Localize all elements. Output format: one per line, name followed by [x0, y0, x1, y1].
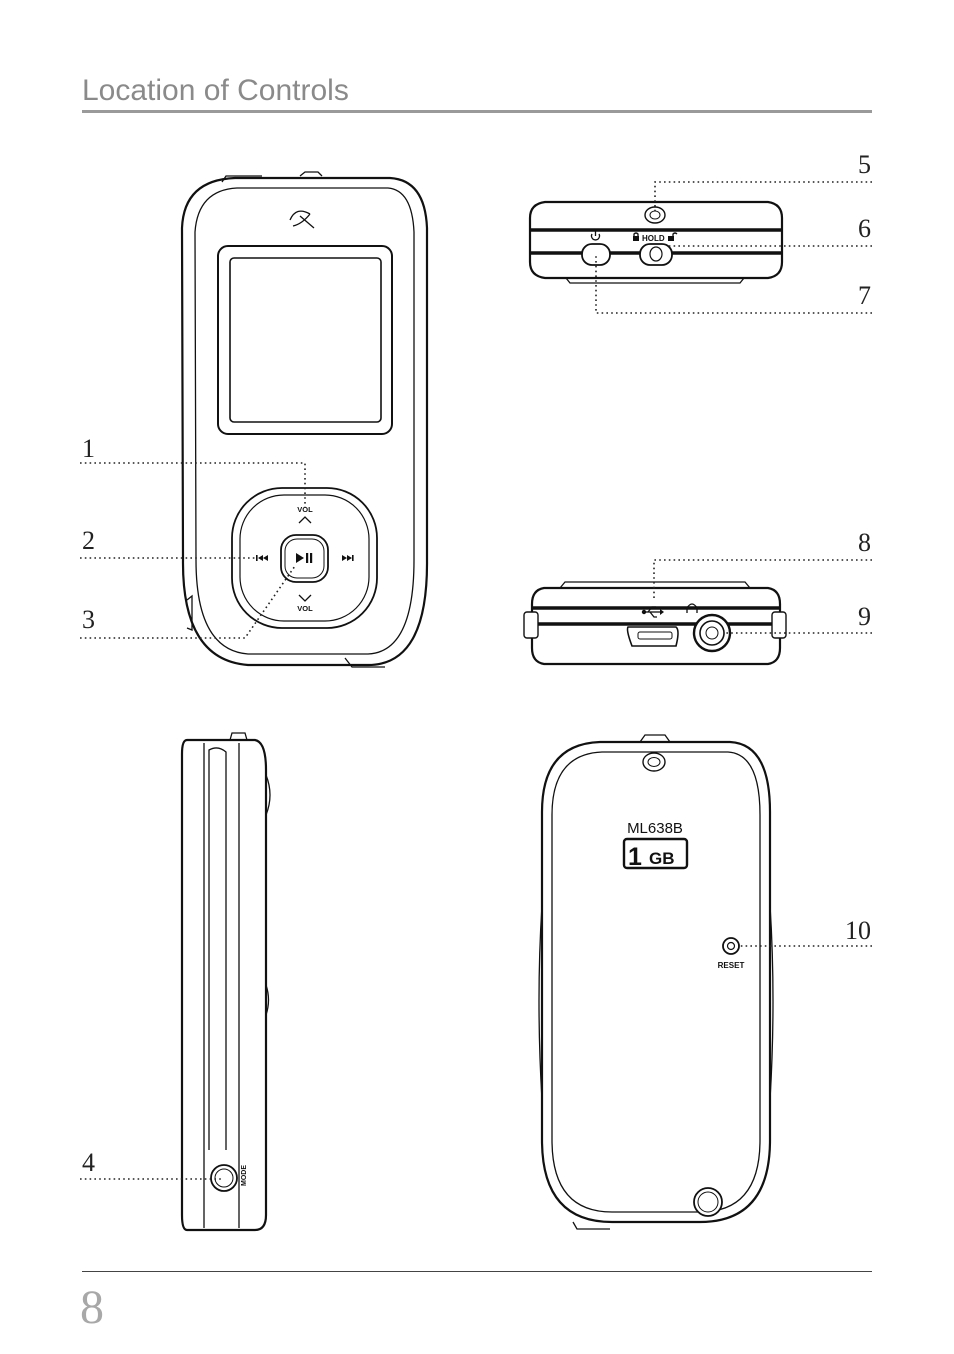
volume-down-label: VOL — [297, 604, 313, 613]
top-view: HOLD — [528, 200, 784, 284]
play-pause-button[interactable] — [280, 534, 329, 583]
callout-10: 10 — [845, 916, 871, 945]
callout-1: 1 — [82, 434, 95, 463]
callout-5: 5 — [858, 150, 871, 179]
lock-icon — [633, 232, 639, 241]
callout-3: 3 — [82, 605, 95, 634]
reset-button[interactable] — [722, 937, 740, 955]
callout-7: 7 — [858, 281, 871, 310]
headphone-icon — [686, 603, 698, 613]
brand-logo-icon — [289, 210, 315, 229]
right-side-tab — [771, 611, 787, 639]
front-view: VOL VOL — [180, 171, 429, 668]
side-view: MODE — [180, 732, 271, 1232]
mode-label: MODE — [241, 1165, 248, 1186]
volume-down-icon[interactable] — [298, 594, 312, 602]
callout-2: 2 — [82, 526, 95, 555]
callout-4: 4 — [82, 1148, 95, 1177]
usb-icon — [641, 606, 664, 618]
leader-lines — [80, 181, 872, 1180]
power-icon — [590, 231, 601, 241]
play-pause-icon — [296, 553, 313, 563]
next-track-icon[interactable] — [342, 555, 354, 561]
capacity-unit: GB — [649, 849, 675, 868]
hold-switch[interactable] — [639, 243, 673, 266]
volume-up-icon[interactable] — [298, 516, 312, 524]
unlock-icon — [668, 232, 678, 241]
reset-label: RESET — [718, 961, 745, 970]
left-side-tab — [523, 611, 539, 639]
capacity-number: 1 — [628, 843, 642, 871]
lanyard-loop — [644, 206, 666, 224]
display-screen — [229, 257, 382, 423]
usb-port[interactable] — [626, 626, 679, 647]
callout-6: 6 — [858, 214, 871, 243]
volume-up-label: VOL — [297, 505, 313, 514]
lanyard-hole — [642, 752, 666, 772]
bottom-view — [523, 581, 787, 666]
page-title: Location of Controls — [82, 74, 349, 107]
hold-label: HOLD — [642, 234, 665, 243]
capacity-badge — [622, 837, 689, 870]
display-bezel — [217, 245, 393, 435]
title-divider — [82, 110, 872, 113]
callout-8: 8 — [858, 528, 871, 557]
model-label: ML638B — [627, 820, 683, 837]
callout-9: 9 — [858, 602, 871, 631]
page-number: 8 — [80, 1281, 104, 1334]
footer-divider — [82, 1271, 872, 1272]
previous-track-icon[interactable] — [256, 555, 268, 561]
back-view: ML638B 1 GB RESET — [538, 734, 774, 1230]
power-button[interactable] — [581, 243, 611, 266]
